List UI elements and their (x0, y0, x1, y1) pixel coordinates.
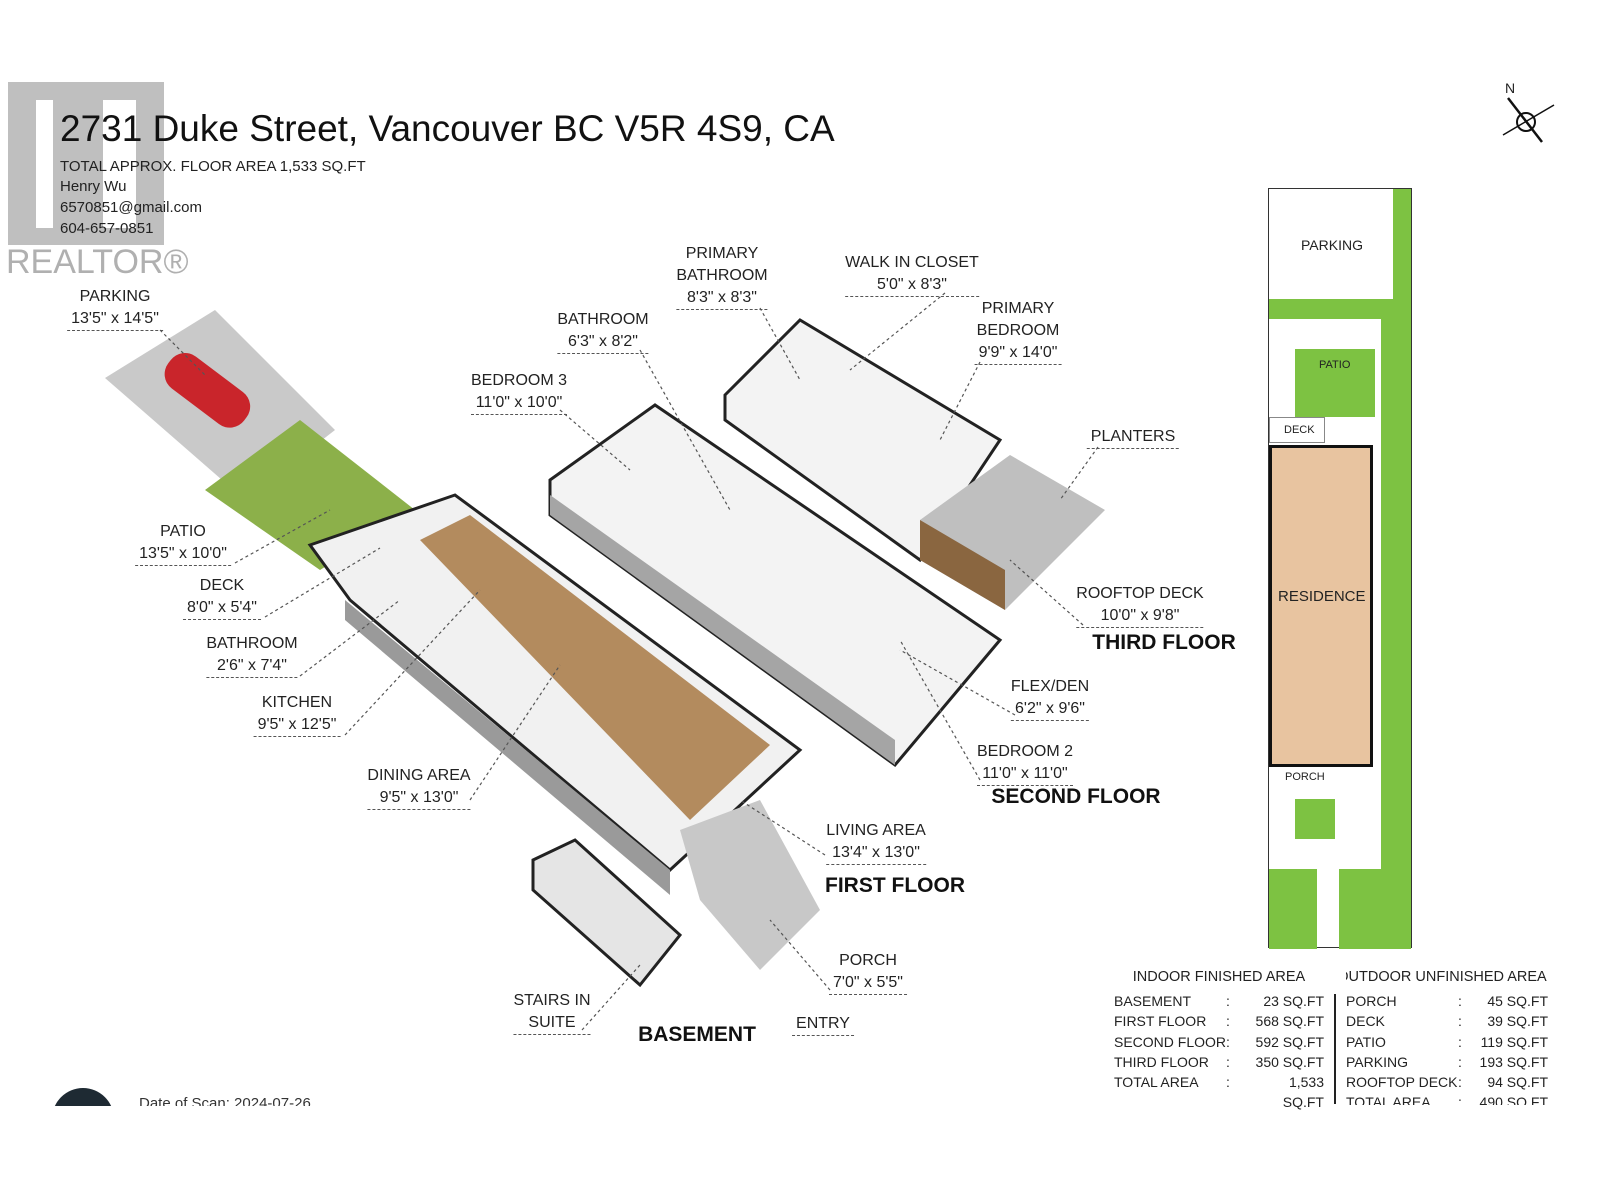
site-side-yard (1381, 299, 1411, 949)
floor-title-third: THIRD FLOOR (1092, 631, 1236, 654)
agent-email[interactable]: 6570851@gmail.com (60, 199, 202, 216)
site-deck: DECK (1269, 417, 1325, 443)
leader-lines (159, 292, 1099, 1031)
label-planters: PLANTERS (1086, 426, 1180, 449)
porch-model (680, 800, 820, 970)
table-row: PORCH:45 SQ.FT (1346, 993, 1548, 1009)
table-row: TOTAL AREA:1,533 SQ.FT (1114, 1074, 1324, 1111)
site-residence: RESIDENCE (1269, 445, 1373, 767)
table-row: THIRD FLOOR:350 SQ.FT (1114, 1053, 1324, 1070)
site-front-yard-right (1339, 869, 1411, 949)
rooftop-deck-wall (920, 520, 1005, 610)
floor-title-basement: BASEMENT (638, 1023, 756, 1046)
floor-title-first: FIRST FLOOR (825, 874, 965, 897)
property-address-title: 2731 Duke Street, Vancouver BC V5R 4S9, … (60, 108, 835, 149)
outdoor-area-table: OUTDOOR UNFINISHED AREA PORCH:45 SQ.FT D… (1346, 969, 1548, 1105)
scanner-logo (52, 1088, 114, 1106)
table-row: PATIO:119 SQ.FT (1346, 1033, 1548, 1050)
north-label: N (1505, 80, 1516, 96)
site-planter-strip (1393, 189, 1411, 309)
table-row: BASEMENT:23 SQ.FT (1114, 993, 1324, 1009)
first-floor-wall (345, 600, 670, 895)
compass: N (1498, 80, 1558, 150)
site-patio-label: PATIO (1319, 359, 1351, 371)
table-row: DECK:39 SQ.FT (1346, 1013, 1548, 1030)
agent-phone[interactable]: 604-657-0851 (60, 220, 154, 237)
site-lawn-strip (1269, 299, 1411, 319)
floor-title-second: SECOND FLOOR (991, 785, 1161, 808)
table-row: PARKING:193 SQ.FT (1346, 1053, 1548, 1070)
site-front-yard-left (1269, 869, 1317, 949)
site-residence-label: RESIDENCE (1278, 588, 1366, 605)
compass-icon (1502, 97, 1555, 143)
outdoor-clip: OUTDOOR UNFINISHED AREA PORCH:45 SQ.FT D… (1346, 969, 1566, 1105)
site-deck-label: DECK (1284, 424, 1315, 436)
second-floor-wall (550, 495, 895, 765)
site-parking-label: PARKING (1301, 237, 1363, 253)
site-porch-label: PORCH (1285, 771, 1325, 783)
footer-clip: Date of Scan: 2024-07-26 (0, 1080, 600, 1106)
table-row: FIRST FLOOR:568 SQ.FT (1114, 1013, 1324, 1030)
indoor-area-table: INDOOR FINISHED AREA BASEMENT:23 SQ.FT F… (1114, 969, 1324, 1111)
realtor-watermark (8, 82, 164, 245)
first-floor-wood (420, 515, 770, 820)
site-plan: PARKING PATIO DECK RESIDENCE PORCH (1268, 188, 1412, 949)
table-divider (1334, 994, 1336, 1104)
agent-name: Henry Wu (60, 178, 127, 195)
basement-model (531, 838, 683, 988)
date-of-scan: Date of Scan: 2024-07-26 (139, 1095, 311, 1106)
total-floor-area: TOTAL APPROX. FLOOR AREA 1,533 SQ.FT (60, 158, 366, 175)
site-patio: PATIO (1295, 349, 1375, 417)
realtor-watermark-text: REALTOR® (6, 243, 189, 281)
car-icon (164, 352, 251, 428)
site-porch-planter (1295, 799, 1335, 839)
table-row: TOTAL AREA:490 SQ.FT (1346, 1094, 1548, 1105)
table-row: ROOFTOP DECK:94 SQ.FT (1346, 1074, 1548, 1091)
table-row: SECOND FLOOR:592 SQ.FT (1114, 1033, 1324, 1050)
indoor-heading: INDOOR FINISHED AREA (1132, 969, 1306, 985)
label-entry: ENTRY (792, 1013, 854, 1036)
outdoor-heading: OUTDOOR UNFINISHED AREA (1346, 969, 1547, 985)
